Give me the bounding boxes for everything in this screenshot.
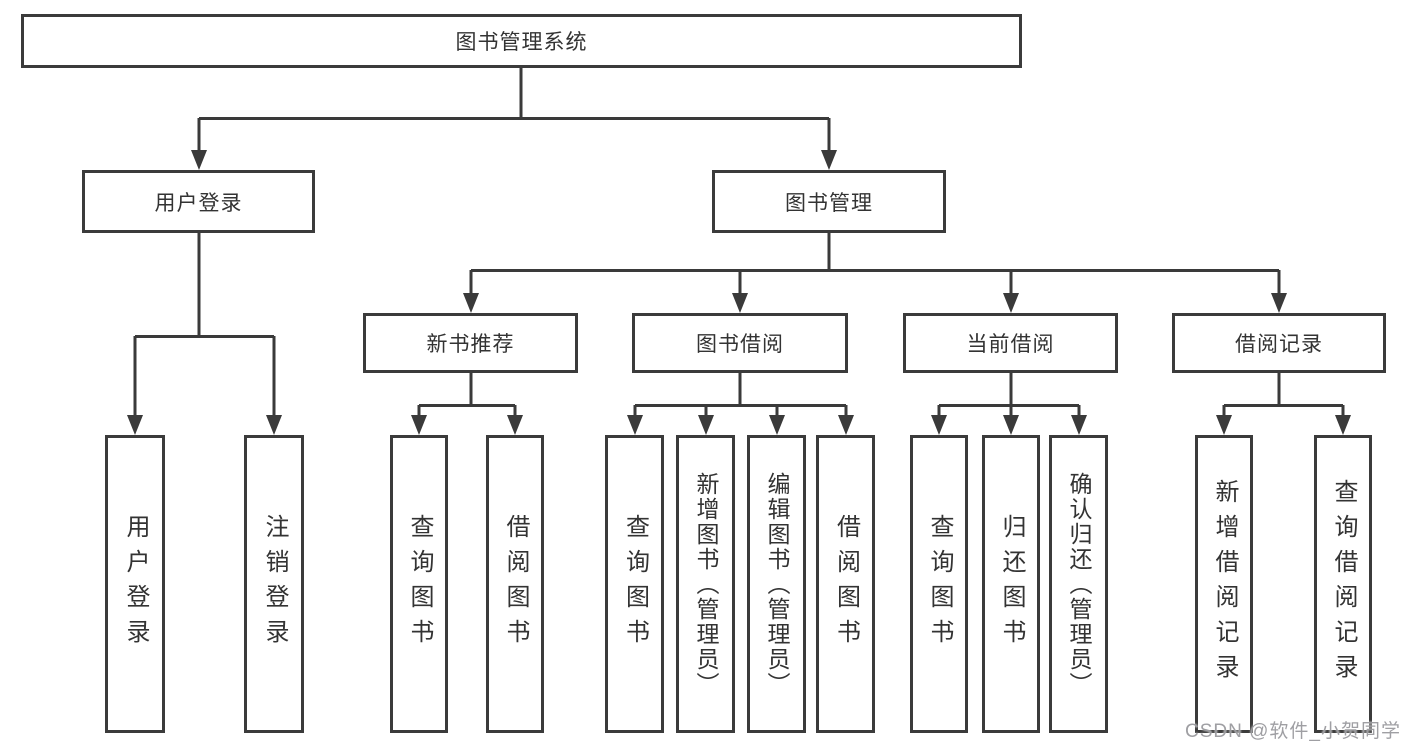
node-book-borrowing: 图书借阅 [632,313,848,373]
node-book-management-label: 图书管理 [785,191,873,215]
node-current-borrowing: 当前借阅 [903,313,1118,373]
leaf-nb-borrow-books-label: 借阅图书 [502,514,529,654]
connector-management-split [463,231,1287,313]
leaf-nb-borrow-books: 借阅图书 [486,435,544,733]
leaf-br-query-record: 查询借阅记录 [1314,435,1372,733]
node-borrowing-records-label: 借阅记录 [1235,333,1323,356]
node-borrowing-records: 借阅记录 [1172,313,1386,373]
leaf-cb-return-books: 归还图书 [982,435,1040,733]
leaf-nb-query-books: 查询图书 [390,435,448,733]
leaf-logout-label: 注销登录 [261,514,288,654]
node-current-borrowing-label: 当前借阅 [966,333,1055,356]
leaf-cb-query-books-label: 查询图书 [926,514,953,654]
connector-current-split [931,371,1087,435]
connector-login-split [127,231,282,435]
leaf-nb-query-books-label: 查询图书 [406,514,433,654]
leaf-bb-add-books-admin: 新增图书（管理员） [676,435,735,733]
connector-records-split [1216,371,1351,435]
node-new-book-recommend: 新书推荐 [363,313,578,373]
leaf-br-add-record: 新增借阅记录 [1195,435,1253,733]
node-book-management: 图书管理 [712,170,946,233]
node-user-login: 用户登录 [82,170,315,233]
leaf-bb-add-books-admin-label: 新增图书（管理员） [693,471,719,697]
connector-borrowing-split [627,371,854,435]
node-user-login-label: 用户登录 [154,191,243,215]
node-system-root-label: 图书管理系统 [455,31,588,54]
leaf-cb-query-books: 查询图书 [910,435,968,733]
leaf-bb-borrow-books: 借阅图书 [816,435,875,733]
leaf-bb-edit-books-admin-label: 编辑图书（管理员） [764,471,790,697]
node-book-borrowing-label: 图书借阅 [696,333,784,356]
leaf-bb-borrow-books-label: 借阅图书 [832,514,860,654]
leaf-bb-query-books-label: 查询图书 [621,514,649,654]
leaf-cb-return-books-label: 归还图书 [998,514,1025,654]
node-new-book-recommend-label: 新书推荐 [426,333,515,356]
leaf-logout: 注销登录 [244,435,304,733]
node-system-root: 图书管理系统 [21,14,1022,68]
connector-new-books-split [411,371,523,435]
leaf-bb-edit-books-admin: 编辑图书（管理员） [747,435,806,733]
connector-root-split [191,66,837,170]
leaf-bb-query-books: 查询图书 [605,435,664,733]
csdn-watermark: CSDN @软件_小贺同学 [1185,721,1401,742]
leaf-user-login: 用户登录 [105,435,165,733]
leaf-cb-confirm-return-admin: 确认归还（管理员） [1049,435,1108,733]
leaf-user-login-label: 用户登录 [122,514,149,654]
leaf-br-add-record-label: 新增借阅记录 [1211,479,1238,689]
leaf-br-query-record-label: 查询借阅记录 [1330,479,1357,689]
leaf-cb-confirm-return-admin-label: 确认归还（管理员） [1066,471,1092,697]
